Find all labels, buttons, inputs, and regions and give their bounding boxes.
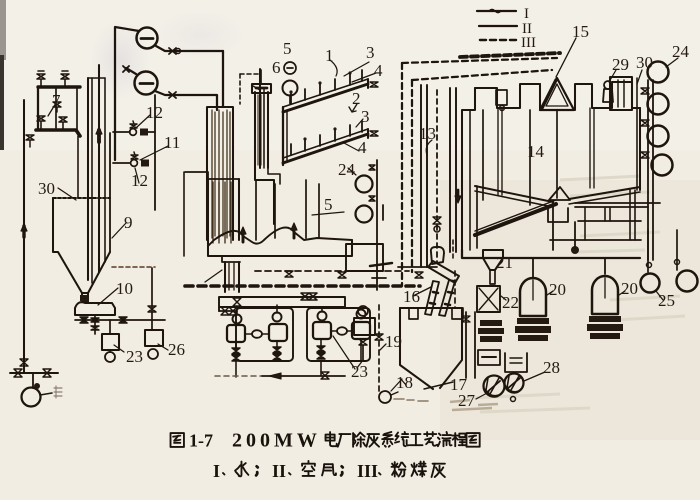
- svg-text:I: I: [524, 6, 529, 22]
- svg-text:II: II: [522, 21, 532, 37]
- svg-text:29: 29: [612, 55, 629, 74]
- svg-text:18: 18: [396, 373, 413, 392]
- svg-text:16: 16: [403, 287, 420, 306]
- svg-text:19: 19: [385, 332, 402, 351]
- svg-text:23: 23: [351, 362, 368, 381]
- svg-text:1-7: 1-7: [189, 431, 213, 451]
- svg-text:20: 20: [549, 280, 566, 299]
- svg-text:15: 15: [572, 22, 589, 41]
- svg-text:7: 7: [52, 91, 61, 110]
- svg-text:24: 24: [672, 42, 690, 61]
- svg-text:4: 4: [358, 138, 367, 157]
- svg-text:III: III: [357, 461, 378, 481]
- svg-text:9: 9: [124, 213, 133, 232]
- svg-text:26: 26: [168, 340, 185, 359]
- svg-text:13: 13: [419, 124, 436, 143]
- svg-text:5: 5: [283, 39, 292, 58]
- svg-text:12: 12: [146, 103, 163, 122]
- svg-text:3: 3: [366, 43, 375, 62]
- svg-text:3: 3: [361, 107, 370, 126]
- svg-text:23: 23: [126, 347, 143, 366]
- svg-text:III: III: [521, 35, 536, 51]
- svg-text:28: 28: [543, 358, 560, 377]
- svg-text:200MW: 200MW: [232, 430, 321, 452]
- svg-text:22: 22: [502, 293, 519, 312]
- svg-text:30: 30: [636, 53, 653, 72]
- svg-text:II: II: [272, 461, 286, 481]
- svg-text:11: 11: [164, 133, 180, 152]
- svg-text:I: I: [213, 461, 220, 481]
- svg-text:12: 12: [131, 171, 148, 190]
- svg-text:21: 21: [496, 253, 513, 272]
- svg-text:5: 5: [324, 195, 333, 214]
- svg-text:27: 27: [458, 391, 476, 410]
- svg-text:20: 20: [621, 279, 638, 298]
- svg-text:1: 1: [325, 46, 334, 65]
- svg-text:2: 2: [352, 89, 361, 108]
- svg-text:14: 14: [527, 142, 545, 161]
- svg-text:4: 4: [374, 61, 383, 80]
- svg-text:17: 17: [450, 375, 468, 394]
- svg-text:6: 6: [272, 58, 281, 77]
- svg-text:10: 10: [116, 279, 133, 298]
- svg-text:25: 25: [658, 291, 675, 310]
- svg-text:30: 30: [38, 179, 55, 198]
- svg-text:24: 24: [338, 160, 356, 179]
